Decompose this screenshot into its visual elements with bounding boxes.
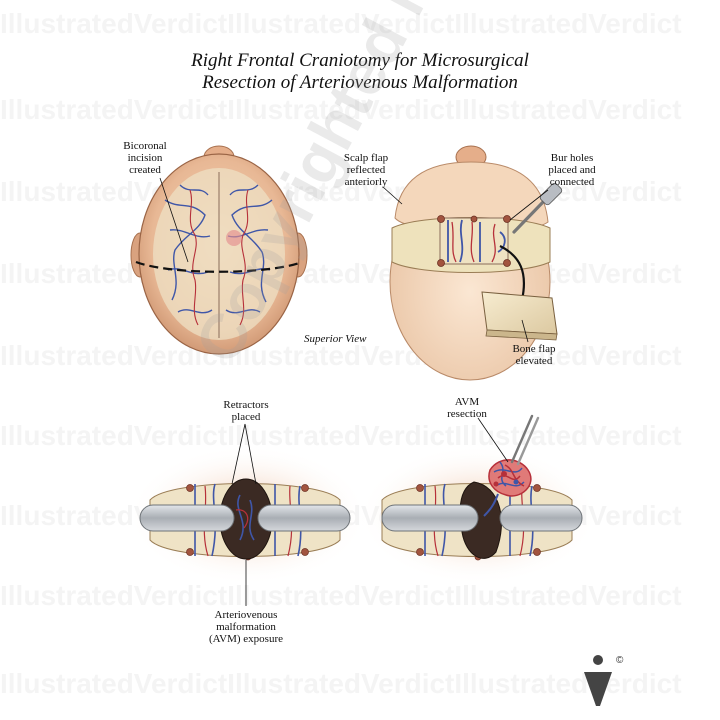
head-top-view-incision <box>131 146 307 354</box>
incision-label: Bicoronal incision created <box>105 140 185 176</box>
bur-holes-label: Bur holes placed and connected <box>534 152 610 188</box>
retractors-label: Retractors placed <box>206 399 286 423</box>
bone-window <box>440 218 508 264</box>
view-label: Superior View <box>304 333 366 345</box>
avm-exposure-label: Arteriovenous malformation (AVM) exposur… <box>196 609 296 645</box>
scalp-label-pointer <box>383 187 402 204</box>
copyright-symbol: © <box>616 655 623 666</box>
bone-flap <box>482 292 557 340</box>
left-retractor <box>140 505 234 531</box>
right-retractor <box>500 505 582 531</box>
avm-spot <box>226 230 242 246</box>
retractors-placed-view <box>128 424 368 606</box>
scalp-flap-label: Scalp flap reflected anteriorly <box>326 152 406 188</box>
avm-resection-label: AVM resection <box>432 396 502 420</box>
right-retractor <box>258 505 350 531</box>
avm-resection-view <box>358 416 598 585</box>
bone-flap-label: Bone flap elevated <box>496 343 572 367</box>
illustrated-verdict-logo <box>584 655 612 706</box>
left-retractor <box>382 505 478 531</box>
